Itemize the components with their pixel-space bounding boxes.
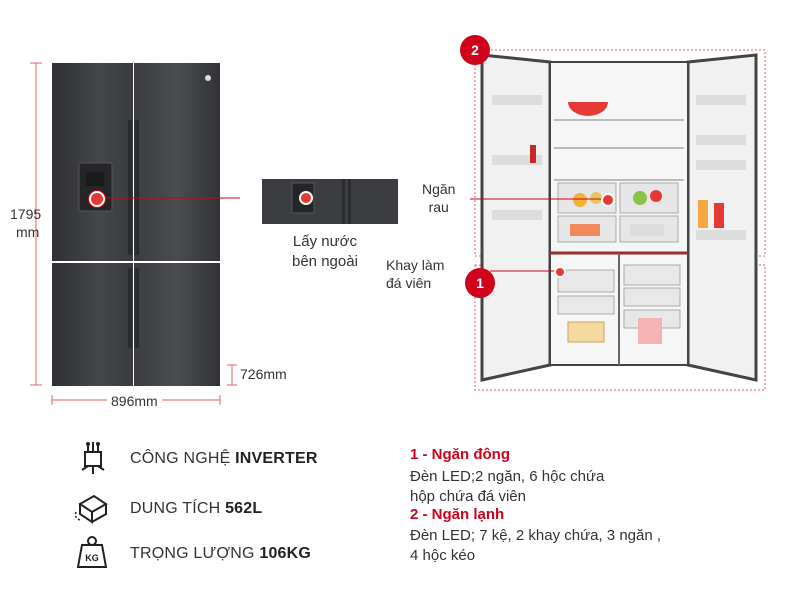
freezer-compartment-badge: 1 bbox=[465, 268, 495, 298]
height-unit: mm bbox=[16, 224, 40, 240]
svg-text:KG: KG bbox=[85, 553, 99, 563]
freezer-spec-line2: hộp chứa đá viên bbox=[410, 488, 526, 505]
fridge-spec-line1: Đèn LED; 7 kệ, 2 khay chứa, 3 ngăn , bbox=[410, 527, 662, 544]
water-dispenser-line2: bên ngoài bbox=[292, 253, 358, 270]
weight-kg-icon: KG bbox=[76, 535, 108, 574]
ice-tray-label: Khay làm đá viên bbox=[386, 256, 444, 292]
dispenser-marker bbox=[89, 191, 105, 207]
fridge-spec-line2: 4 hộc kéo bbox=[410, 547, 476, 564]
feature-capacity-value: 562L bbox=[225, 500, 263, 517]
dispenser-closeup bbox=[262, 179, 398, 224]
width-value: 896mm bbox=[107, 393, 162, 409]
dispenser-closeup-marker bbox=[299, 191, 313, 205]
crisper-label: Ngăn rau bbox=[422, 180, 455, 216]
water-dispenser-label: Lấy nước bên ngoài bbox=[292, 232, 358, 272]
crisper-label-line2: rau bbox=[428, 199, 449, 215]
ice-tray-label-line2: đá viên bbox=[386, 275, 432, 291]
feature-inverter-value: INVERTER bbox=[235, 450, 318, 467]
feature-inverter-text: CÔNG NGHỆ INVERTER bbox=[130, 450, 318, 468]
freezer-spec-line1: Đèn LED;2 ngăn, 6 hộc chứa bbox=[410, 468, 605, 485]
capacity-box-icon bbox=[74, 492, 110, 529]
feature-capacity-text: DUNG TÍCH 562L bbox=[130, 500, 262, 518]
freezer-spec-title: 1 - Ngăn đông bbox=[410, 446, 510, 463]
height-value: 1795 bbox=[10, 206, 42, 222]
fridge-spec-title: 2 - Ngăn lạnh bbox=[410, 506, 505, 523]
crisper-label-line1: Ngăn bbox=[422, 181, 456, 197]
open-fridge-figure bbox=[470, 40, 770, 400]
feature-inverter-label: CÔNG NGHỆ bbox=[130, 450, 231, 467]
closed-fridge-figure: 1795 mm 896mm 726mm bbox=[0, 0, 305, 420]
lower-door-height: 726mm bbox=[240, 366, 287, 382]
closed-fridge-illustration bbox=[30, 62, 305, 405]
feature-weight-label: TRỌNG LƯỢNG bbox=[130, 545, 255, 562]
fridge-compartment-badge: 2 bbox=[460, 35, 490, 65]
feature-weight-text: TRỌNG LƯỢNG 106KG bbox=[130, 545, 311, 563]
feature-capacity-label: DUNG TÍCH bbox=[130, 500, 221, 517]
crisper-marker bbox=[601, 193, 615, 207]
ice-tray-marker bbox=[554, 266, 566, 278]
water-dispenser-line1: Lấy nước bbox=[292, 233, 357, 250]
inverter-chip-icon bbox=[78, 440, 108, 481]
ice-tray-label-line1: Khay làm bbox=[386, 257, 445, 273]
feature-weight-value: 106KG bbox=[259, 545, 312, 562]
